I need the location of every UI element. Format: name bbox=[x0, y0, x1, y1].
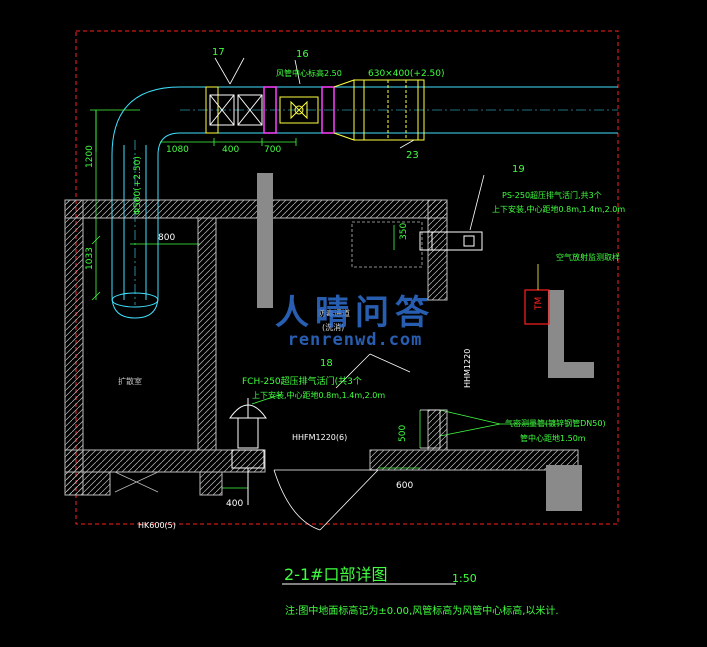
tm-box bbox=[524, 289, 550, 325]
dim-1080: 1080 bbox=[166, 145, 189, 155]
room-mid-label-1: 防毒通道 bbox=[318, 308, 350, 318]
dim-400-top: 400 bbox=[222, 145, 239, 155]
dim-500: 500 bbox=[398, 425, 408, 442]
dimensions bbox=[90, 109, 560, 489]
dim-700: 700 bbox=[264, 145, 281, 155]
dim-800: 800 bbox=[158, 233, 175, 243]
drawing-note: 注:图中地面标高记为±0.00,风管标高为风管中心标高,以米计. bbox=[285, 604, 559, 617]
room-left-label: 扩散室 bbox=[118, 376, 142, 386]
tm-label: TM bbox=[534, 297, 544, 311]
gas-label: 气密测量管(镀锌钢管DN50) bbox=[505, 418, 606, 428]
tag-17: 17 bbox=[212, 47, 225, 58]
drawing-scale: 1:50 bbox=[452, 572, 477, 585]
door-bottom-label: HK600(5) bbox=[138, 521, 176, 530]
ps-label: PS-250超压排气活门,共3个 bbox=[502, 190, 602, 200]
door-swings bbox=[273, 353, 411, 531]
dim-1200: 1200 bbox=[85, 145, 95, 168]
duct-assembly bbox=[111, 86, 618, 319]
tag-19: 19 bbox=[512, 164, 525, 175]
dim-350: 350 bbox=[399, 223, 409, 240]
dim-600: 600 bbox=[396, 481, 413, 491]
ps-sub: 上下安装,中心距地0.8m,1.4m,2.0m bbox=[492, 204, 625, 214]
duct-size-label: 630×400(+2.50) bbox=[368, 69, 445, 79]
ps-valve-icon bbox=[419, 231, 483, 251]
fch-label: FCH-250超压排气活门(共3个 bbox=[242, 375, 362, 387]
door-mid-label: HHFM1220(6) bbox=[292, 433, 347, 442]
dim-400-bot: 400 bbox=[226, 499, 243, 509]
door-right-label: HHM1220 bbox=[463, 349, 472, 388]
tag-23: 23 bbox=[406, 150, 419, 161]
room-mid-label-2: (洗消) bbox=[322, 322, 344, 332]
gas-sub: 管中心距地1.50m bbox=[520, 433, 586, 443]
fch-valve-icon bbox=[229, 398, 267, 505]
duct-center-label: 风管中心标高2.50 bbox=[276, 68, 342, 78]
duct-flanges bbox=[205, 79, 425, 141]
walls bbox=[64, 173, 594, 511]
tag-16: 16 bbox=[296, 49, 309, 60]
drawing-title: 2-1#口部详图 bbox=[284, 565, 388, 584]
dim-1033: 1033 bbox=[85, 247, 95, 270]
fan-icon bbox=[279, 96, 319, 124]
valve-label: 空气放射监测取样 bbox=[556, 252, 620, 262]
pipe-dia: Φ560(+2.50) bbox=[133, 156, 143, 215]
fch-sub: 上下安装,中心距地0.8m,1.4m,2.0m bbox=[252, 390, 385, 400]
tag-18: 18 bbox=[320, 358, 333, 369]
